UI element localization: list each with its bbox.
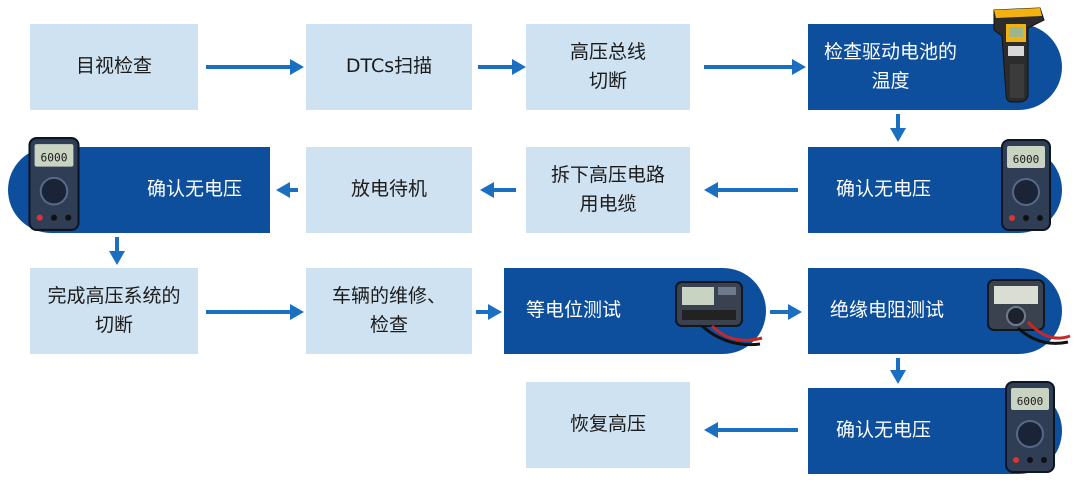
multimeter-icon: 6000	[1001, 139, 1051, 231]
insulation-tester-icon	[987, 279, 1071, 345]
flow-arrow	[276, 182, 298, 198]
multimeter-icon: 6000	[1005, 381, 1055, 473]
step-remove-hv-cable: 拆下高压电路 用电缆	[526, 147, 690, 233]
step-label-line1: 高压总线	[569, 40, 646, 63]
flow-arrow	[206, 59, 304, 75]
flow-arrow-down	[890, 358, 906, 384]
step-restore-hv: 恢复高压	[526, 382, 690, 468]
flow-arrow	[704, 182, 798, 198]
step-label: 确认无电压	[836, 419, 932, 442]
step-label-line1: 完成高压系统的	[47, 284, 181, 307]
step-hv-system-cutoff-complete: 完成高压系统的 切断	[30, 268, 198, 354]
step-label: 放电待机	[350, 178, 427, 201]
step-visual-inspection: 目视检查	[30, 24, 198, 110]
step-label: 恢复高压	[569, 413, 646, 436]
step-label-line1: 检查驱动电池的	[824, 40, 958, 63]
step-label: DTCs扫描	[345, 55, 433, 78]
step-label-line2: 切断	[588, 70, 627, 92]
step-discharge-wait: 放电待机	[306, 147, 472, 233]
step-label: 确认无电压	[836, 178, 932, 201]
step-label-line2: 切断	[94, 314, 133, 336]
multimeter-reading: 6000	[1017, 395, 1044, 408]
flow-arrow	[480, 182, 516, 198]
flow-arrow	[478, 59, 526, 75]
flow-arrow	[476, 304, 502, 320]
flow-arrow	[704, 422, 798, 438]
step-hv-bus-cutoff: 高压总线 切断	[526, 24, 690, 110]
flow-arrow	[704, 59, 806, 75]
step-label-line1: 拆下高压电路	[550, 163, 665, 186]
step-vehicle-repair-inspection: 车辆的维修、 检查	[306, 268, 472, 354]
flow-arrow	[770, 304, 802, 320]
step-label-line2: 检查	[369, 314, 408, 336]
step-label: 绝缘电阻测试	[830, 299, 945, 322]
step-label: 目视检查	[75, 55, 152, 78]
flow-arrow-down	[109, 237, 125, 265]
step-label-line1: 车辆的维修、	[331, 284, 446, 307]
step-label-line2: 用电缆	[579, 193, 637, 215]
flow-arrow-down	[890, 114, 906, 142]
bench-tester-icon	[675, 281, 763, 347]
step-label: 等电位测试	[526, 299, 622, 322]
multimeter-icon: 6000	[28, 137, 80, 231]
flow-arrow	[206, 304, 304, 320]
infrared-thermometer-icon	[993, 7, 1045, 103]
multimeter-reading: 6000	[40, 152, 67, 165]
step-label-line2: 温度	[871, 70, 910, 92]
step-label: 确认无电压	[146, 178, 242, 201]
multimeter-reading: 6000	[1013, 153, 1040, 166]
step-dtc-scan: DTCs扫描	[306, 24, 472, 110]
